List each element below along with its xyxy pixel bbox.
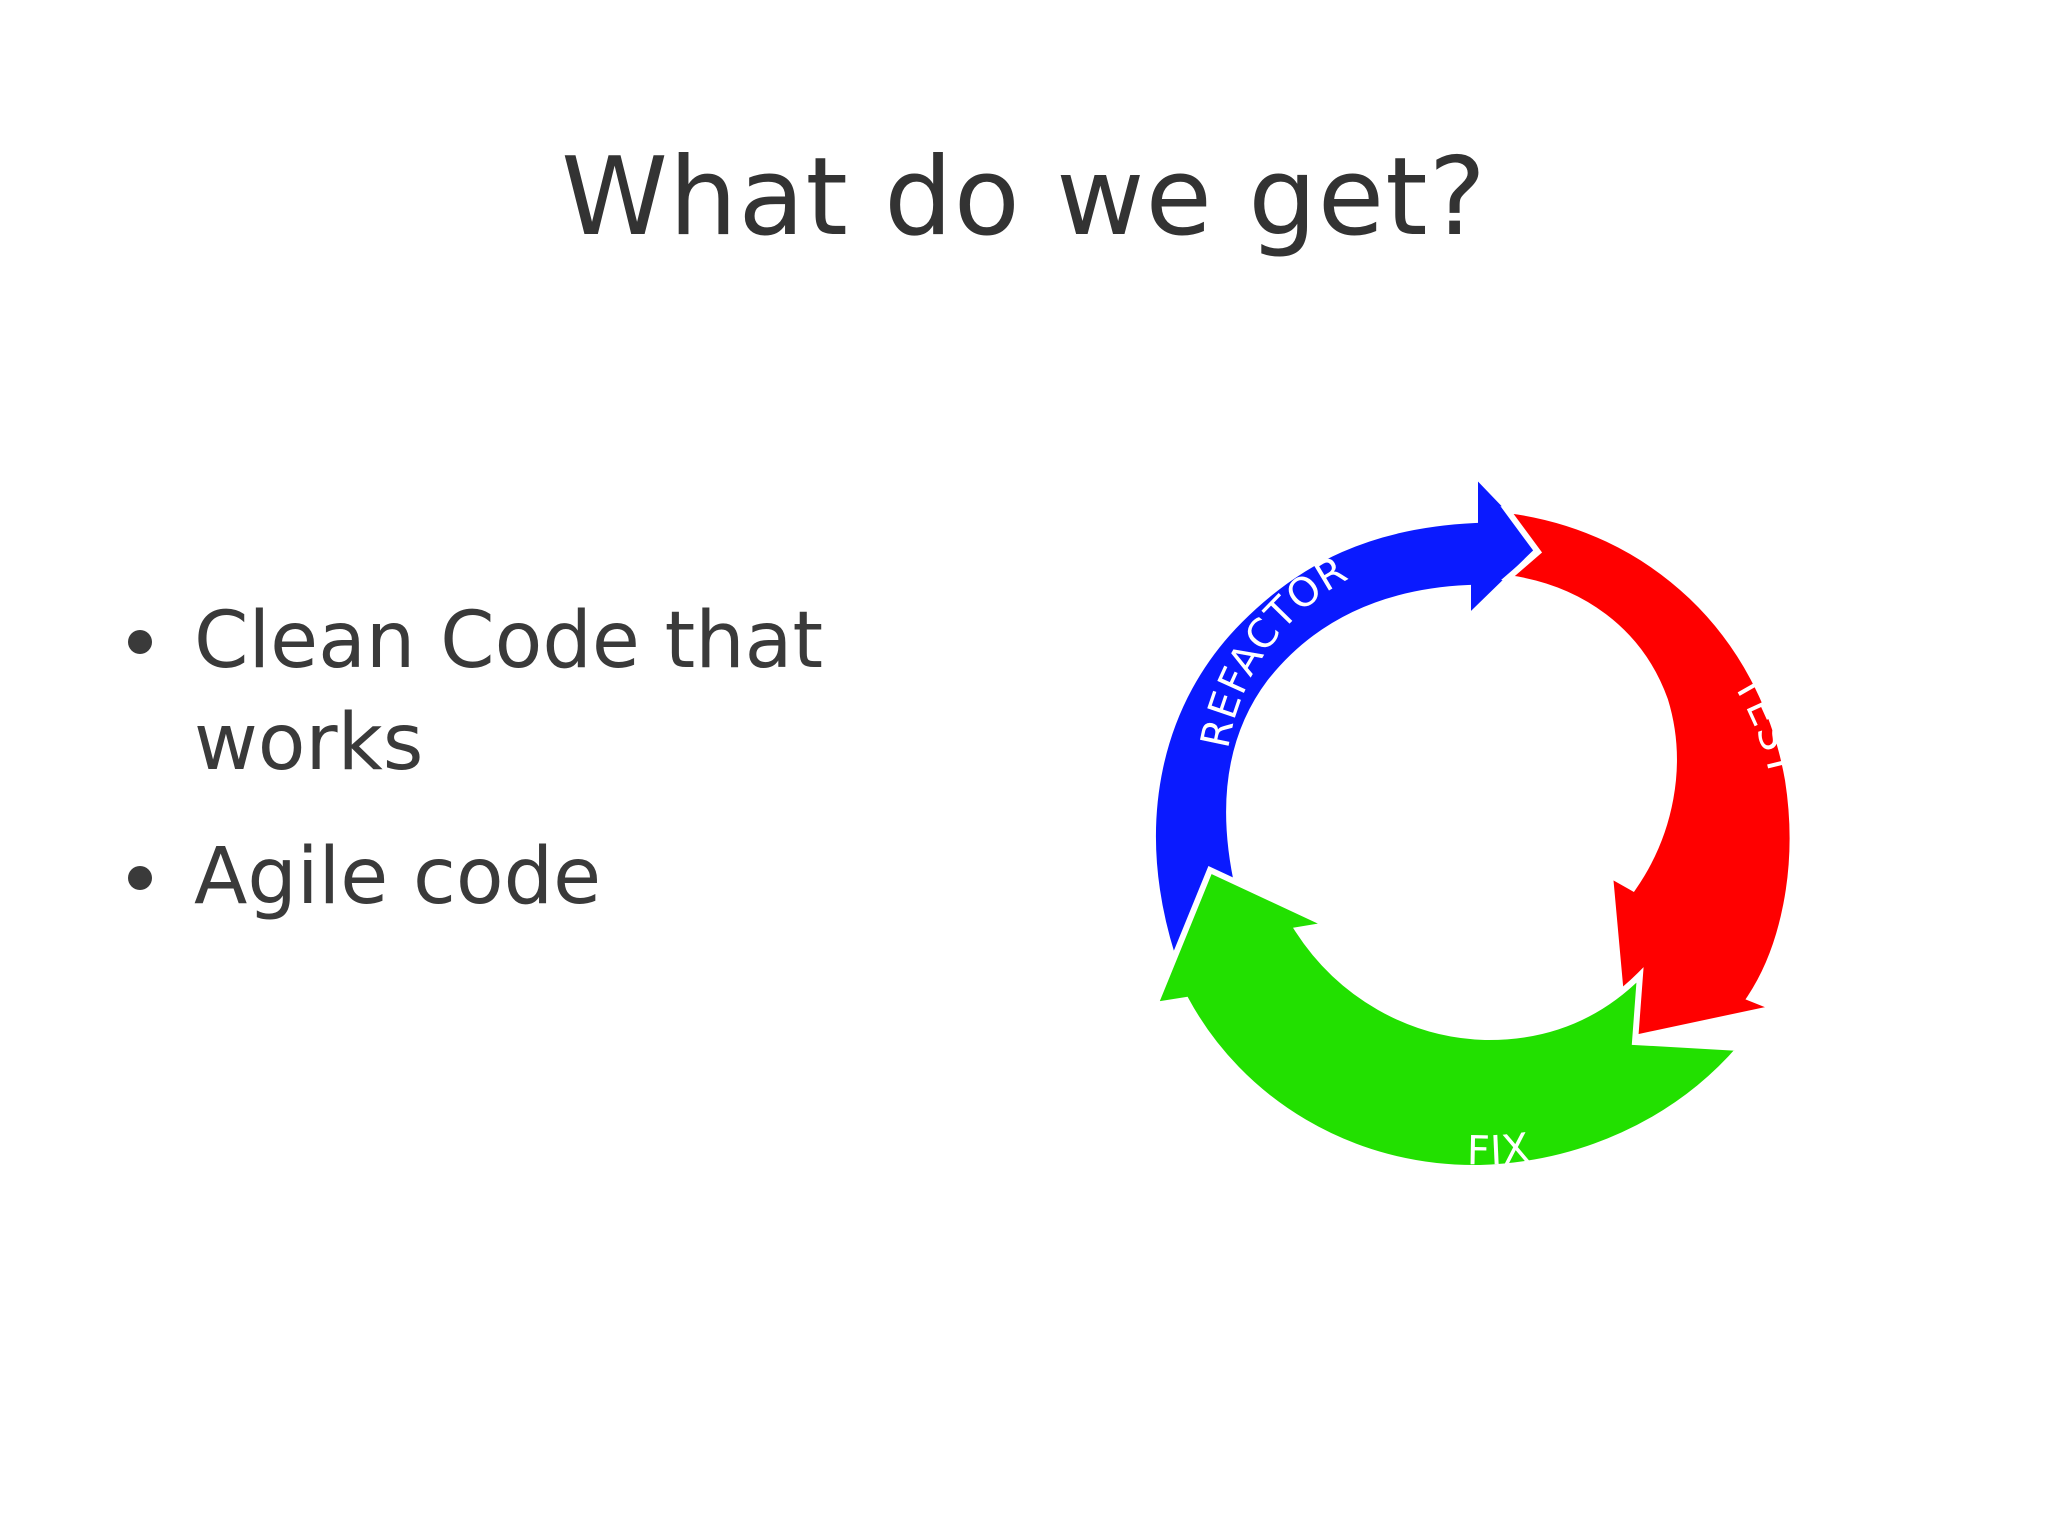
fix-label: FIX <box>1467 1125 1533 1175</box>
bullet-text: Agile code <box>194 832 602 922</box>
bullet-dot-icon <box>128 866 152 890</box>
bullet-item-agile-code: Agile code <box>112 826 832 928</box>
bullet-dot-icon <box>128 630 152 654</box>
bullet-list: Clean Code that works Agile code <box>112 590 832 960</box>
slide-title: What do we get? <box>561 135 1487 260</box>
test-arrow <box>1500 506 1796 1044</box>
refactor-test-fix-cycle-diagram: REFACTOR TEST FIX <box>1150 466 1805 1175</box>
bullet-item-clean-code: Clean Code that works <box>112 590 832 794</box>
fix-arrow <box>1150 865 1747 1172</box>
bullet-text: Clean Code that works <box>194 596 824 788</box>
